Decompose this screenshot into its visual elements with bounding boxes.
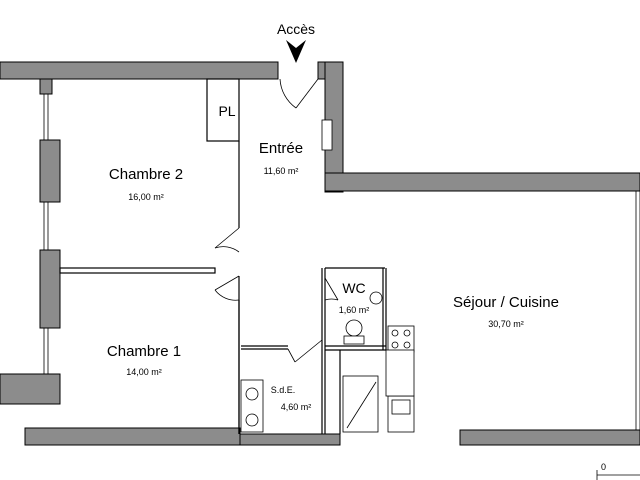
pl-label: PL <box>218 103 235 119</box>
sde-name: S.d.E. <box>271 385 296 395</box>
doors <box>214 78 339 363</box>
chambre2-area: 16,00 m² <box>128 192 164 202</box>
window-lines <box>43 94 640 430</box>
chambre2-name: Chambre 2 <box>109 166 183 183</box>
interior-walls <box>59 78 387 434</box>
shower-icon <box>342 375 379 433</box>
entree-name: Entrée <box>259 140 303 157</box>
wc-area: 1,60 m² <box>339 305 370 315</box>
entree-area: 11,60 m² <box>264 166 299 176</box>
toilet-bowl-icon <box>345 319 363 337</box>
scale-label: 0 <box>601 462 606 472</box>
sejour-area: 30,70 m² <box>488 319 524 329</box>
access-label: Accès <box>277 21 315 37</box>
chambre1-area: 14,00 m² <box>126 367 162 377</box>
access-arrow-icon <box>286 40 306 63</box>
fixtures <box>240 291 415 433</box>
wc-sink-icon <box>369 291 383 305</box>
hob-icon <box>387 325 415 353</box>
exterior-walls <box>0 61 640 446</box>
chambre1-name: Chambre 1 <box>107 343 181 360</box>
scale-bar <box>596 470 640 480</box>
wc-name: WC <box>342 280 365 296</box>
sde-area: 4,60 m² <box>281 402 312 412</box>
sejour-name: Séjour / Cuisine <box>453 294 559 311</box>
